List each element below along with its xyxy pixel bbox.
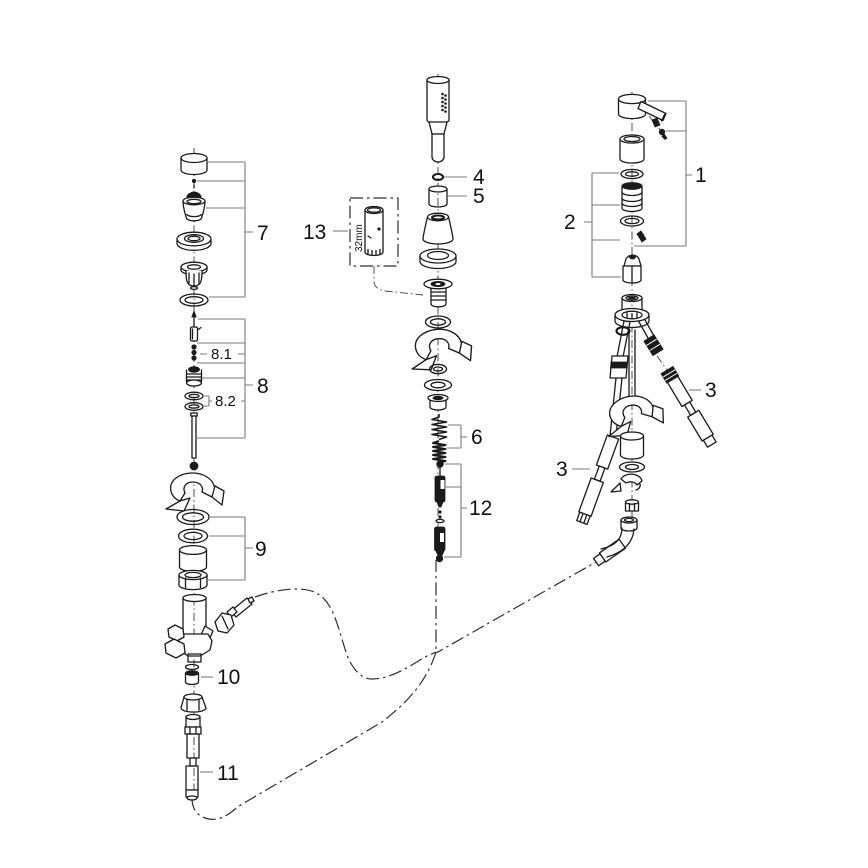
- item13-dimension-label: 32mm: [354, 224, 365, 252]
- hand-shower-grip-dots: [441, 92, 447, 113]
- callout-7: 7: [257, 222, 269, 245]
- part-flanged-bushing: [427, 393, 449, 411]
- callout-1: 1: [695, 164, 707, 187]
- center-axes: [193, 74, 668, 798]
- part-o-rings-8-2: [184, 391, 204, 411]
- axis-item13-connector: [373, 266, 424, 296]
- part-threaded-insert: [185, 366, 203, 387]
- axis-right-hose-connector: [656, 355, 668, 371]
- part-elbow-hose: [592, 516, 638, 567]
- part-braided-hose-3-right: [660, 365, 717, 448]
- part-extension-13: 32mm: [349, 197, 399, 267]
- part-hex-cap-nut: [180, 693, 207, 713]
- part-valve-stem-pin: [189, 309, 202, 342]
- part-cartridge-ring-stack: [621, 182, 643, 213]
- part-o-ring-small-center: [428, 363, 448, 375]
- part-o-ring-4: [431, 172, 445, 182]
- part-o-ring-9a: [176, 508, 210, 526]
- route-hose11-to-center-column: [191, 560, 437, 820]
- right-column-parts: [576, 93, 717, 567]
- axis-setscrew-connector: [648, 115, 662, 132]
- part-hose-fitting-11: [184, 713, 202, 735]
- bracket-8-2: [204, 395, 245, 407]
- bracket-6: [447, 424, 467, 449]
- part-springs-6: [431, 414, 448, 464]
- part-spacer-sleeve: [178, 544, 208, 573]
- part-hook-clamp: [610, 473, 643, 493]
- callout-13: 13: [303, 221, 326, 244]
- part-washer: [423, 378, 453, 392]
- part-right-supply-leg: [638, 319, 664, 357]
- bracket-1: [634, 100, 692, 247]
- part-dome-button: [186, 184, 202, 198]
- part-flange-with-knurled-dome: [180, 261, 208, 291]
- part-braided-hose-11: [185, 733, 200, 801]
- callout-8: 8: [257, 375, 269, 398]
- part-side-connection-bolt: [214, 596, 255, 634]
- part-braided-hose-3-left: [576, 434, 620, 526]
- part-o-ring-2: [619, 215, 645, 227]
- part-o-ring-center: [424, 315, 452, 329]
- part-long-rod: [190, 412, 198, 459]
- callout-6: 6: [471, 426, 483, 449]
- bracket-9: [207, 516, 253, 581]
- part-o-ring-7: [179, 293, 209, 307]
- part-threaded-shank: [423, 278, 453, 308]
- part-cartridge-cover: [619, 134, 645, 164]
- part-hex-mounting-nut: [178, 569, 208, 591]
- part-center-standpipe: [628, 329, 636, 401]
- part-horseshoe-clamp-right: [601, 390, 668, 440]
- part-handle-set-screws: [651, 117, 668, 141]
- part-diverter-plungers-12: [434, 460, 446, 563]
- callout-11: 11: [217, 762, 239, 785]
- part-left-supply-leg: [609, 320, 631, 437]
- bracket-8: [196, 318, 253, 439]
- part-o-ring-9b: [177, 528, 209, 544]
- callout-2: 2: [564, 211, 576, 234]
- part-left-valve-body: [164, 593, 214, 663]
- callout-5: 5: [473, 185, 485, 208]
- part-filter-insert-5: [428, 185, 448, 208]
- part-lever-handle: [617, 93, 667, 122]
- callout-3-left: 3: [556, 458, 568, 481]
- part-ball-8: [189, 461, 199, 471]
- part-spacer-sleeve-right: [619, 431, 645, 460]
- item13-dashed-box: [349, 197, 399, 267]
- bracket-7: [197, 161, 253, 298]
- part-small-nut-right: [624, 499, 640, 512]
- left-column-parts: [164, 152, 255, 801]
- callout-12: 12: [469, 497, 492, 520]
- part-o-ring-1: [620, 168, 644, 180]
- part-bushing-10: [184, 670, 200, 686]
- part-o-ring-10: [184, 663, 200, 671]
- route-left-valve-to-elbow-hose: [254, 561, 597, 680]
- part-tapered-cup: [182, 196, 206, 222]
- part-cap: [180, 152, 208, 176]
- part-horseshoe-clamp-left: [165, 472, 225, 512]
- callout-9: 9: [255, 538, 267, 561]
- part-cone-holder: [422, 212, 454, 245]
- callout-10: 10: [217, 666, 240, 689]
- callout-4: 4: [473, 166, 485, 189]
- part-bead-set: [191, 344, 197, 361]
- bracket-12: [444, 463, 467, 558]
- callout-8-2: 8.2: [215, 393, 236, 410]
- callout-labels: 7 8.1 8 8.2 9 10 11 4 5 13 6 12 1 2 3 3: [211, 164, 717, 785]
- part-small-pin-dot: [191, 178, 197, 184]
- center-column-parts: 32mm: [349, 75, 474, 563]
- part-flanged-ring: [176, 231, 212, 251]
- part-cartridge-body: [622, 254, 642, 284]
- part-cartridge-screw: [636, 230, 647, 243]
- callout-8-1: 8.1: [211, 346, 232, 363]
- callout-3-right: 3: [705, 379, 717, 402]
- part-hand-shower: [426, 75, 450, 163]
- callout-leaders: [196, 100, 701, 773]
- routing-lines: [191, 560, 597, 820]
- bracket-2: [584, 172, 621, 278]
- part-escutcheon-ring: [419, 248, 457, 270]
- part-washer-right: [618, 461, 646, 473]
